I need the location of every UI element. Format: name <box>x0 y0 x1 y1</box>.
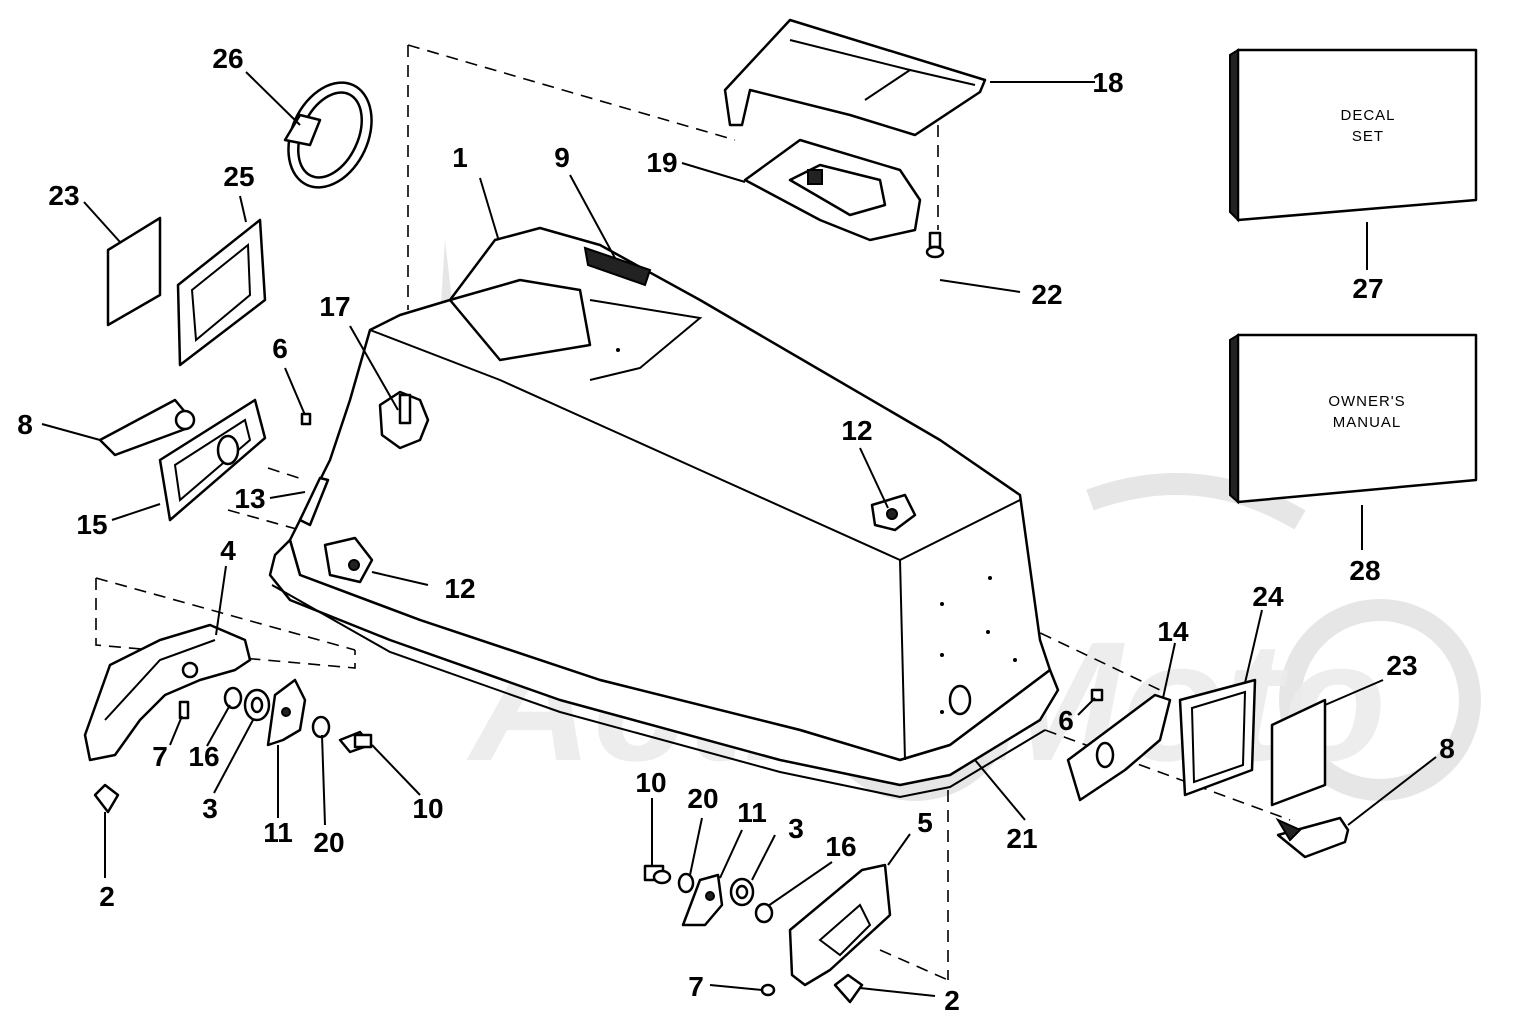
washer-3-right <box>729 877 755 907</box>
pin-2-right <box>833 973 864 1004</box>
top-cap-part <box>723 18 987 137</box>
callout-3-right: 3 <box>788 813 804 844</box>
decal-set-line-2: SET <box>1352 128 1384 145</box>
callout-12-right: 12 <box>841 415 872 446</box>
screw-6-left <box>300 412 312 426</box>
bolt-10-right <box>643 864 672 885</box>
callout-10-right: 10 <box>635 767 666 798</box>
callout-24: 24 <box>1252 581 1284 612</box>
washer-3-left <box>243 688 271 722</box>
plate-14 <box>1066 693 1172 802</box>
callout-11-right: 11 <box>737 797 767 828</box>
callout-7-left: 7 <box>152 741 168 772</box>
callout-6-right: 6 <box>1058 705 1074 736</box>
callout-1: 1 <box>452 142 468 173</box>
callout-27: 27 <box>1352 273 1383 304</box>
bracket-4 <box>83 623 252 762</box>
callout-numbers: 1 9 19 18 22 26 23 25 17 6 8 15 13 12 12… <box>17 43 1455 1016</box>
plate-15 <box>158 398 267 522</box>
owners-manual-line-2: MANUAL <box>1333 414 1402 431</box>
handle-8-right <box>1275 816 1350 859</box>
decal-set-line-1: DECAL <box>1340 107 1395 124</box>
bolt-10-left <box>338 730 373 754</box>
callout-23-right: 23 <box>1386 650 1417 681</box>
callout-7-right: 7 <box>688 971 704 1002</box>
gasket-25 <box>176 218 267 367</box>
engine-cover-part <box>268 226 1060 799</box>
callout-25: 25 <box>223 161 254 192</box>
assembly-dashed-lines <box>95 44 1291 981</box>
callout-4: 4 <box>220 535 236 566</box>
callout-20-left: 20 <box>313 827 344 858</box>
decal-23-right <box>1270 698 1327 807</box>
callout-26: 26 <box>212 43 243 74</box>
callout-13: 13 <box>234 483 265 514</box>
washer-20-left <box>311 715 331 739</box>
pin-7-right <box>760 983 776 997</box>
box-owners-manual <box>1229 333 1478 505</box>
screw-22 <box>925 231 945 259</box>
callout-3-left: 3 <box>202 793 218 824</box>
washer-16-left <box>223 686 243 710</box>
callout-21: 21 <box>1006 823 1037 854</box>
clip-11-right <box>681 873 724 927</box>
owners-manual-line-1: OWNER'S <box>1328 393 1405 410</box>
leader-lines <box>41 71 1437 997</box>
box-decal-set <box>1229 48 1478 223</box>
callout-20-right: 20 <box>687 783 718 814</box>
callout-15: 15 <box>76 509 107 540</box>
clip-11-left <box>266 678 307 747</box>
callout-28: 28 <box>1349 555 1380 586</box>
cable-26 <box>283 81 373 189</box>
callout-16-left: 16 <box>188 741 219 772</box>
callout-6-left: 6 <box>272 333 288 364</box>
gasket-24 <box>1178 678 1257 797</box>
bracket-5 <box>788 863 892 987</box>
callout-8-right: 8 <box>1439 733 1455 764</box>
callout-17: 17 <box>319 291 350 322</box>
callout-9: 9 <box>554 142 570 173</box>
callout-8-left: 8 <box>17 409 33 440</box>
callout-19: 19 <box>646 147 677 178</box>
washer-20-right <box>677 872 695 894</box>
washer-16-right <box>754 902 774 924</box>
callout-14: 14 <box>1157 616 1189 647</box>
handle-8-left <box>98 398 196 457</box>
callout-10-left: 10 <box>412 793 443 824</box>
callout-2-right: 2 <box>944 985 960 1016</box>
callout-18: 18 <box>1092 67 1123 98</box>
callout-2-left: 2 <box>99 881 115 912</box>
decal-23-left <box>106 216 162 327</box>
pin-7-left <box>178 700 190 720</box>
grille-part <box>743 138 922 242</box>
callout-5: 5 <box>917 807 933 838</box>
callout-23-left: 23 <box>48 180 79 211</box>
screw-6-right <box>1090 688 1104 702</box>
callout-11-left: 11 <box>263 817 293 848</box>
callout-22: 22 <box>1031 279 1062 310</box>
pin-2-left <box>93 783 120 814</box>
callout-16-right: 16 <box>825 831 856 862</box>
callout-12-left: 12 <box>444 573 475 604</box>
